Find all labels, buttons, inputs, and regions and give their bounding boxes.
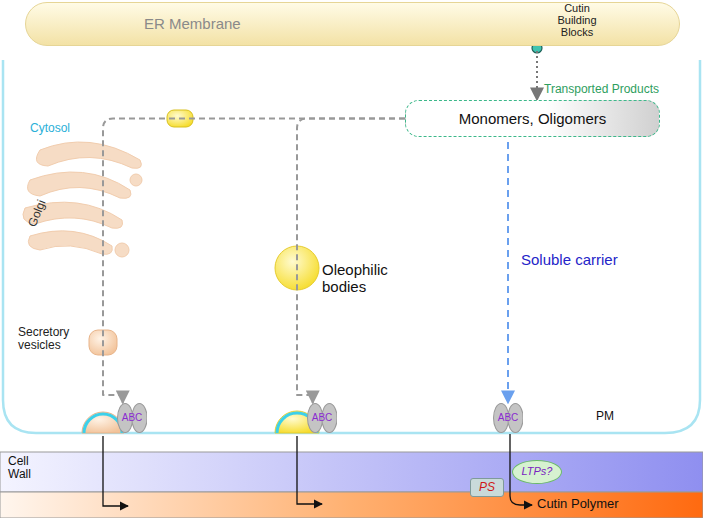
node-text: ABC xyxy=(122,413,143,424)
node-text: PS xyxy=(479,481,495,494)
node-text: LTPs? xyxy=(522,466,553,478)
abc-transporter: ABC xyxy=(307,403,338,433)
ltp-ellipse: LTPs? xyxy=(512,460,562,484)
cell-wall-band xyxy=(0,452,703,492)
node-text: Monomers, Oligomers xyxy=(459,111,607,127)
node-text: Transported Products xyxy=(544,83,659,96)
transport-arrow xyxy=(297,119,405,404)
polymer-label: Cutin Polymer xyxy=(537,497,647,511)
transport-arrow xyxy=(536,51,538,100)
node-text: ABC xyxy=(312,413,333,424)
transported-products-box: Transported ProductsMonomers, Oligomers xyxy=(405,100,660,137)
golgi-drawing xyxy=(23,142,142,257)
ps-box: PS xyxy=(470,478,504,497)
cutin-band xyxy=(0,492,703,518)
node-text: ER Membrane xyxy=(144,16,241,32)
wall-label: Cell Wall xyxy=(8,455,48,481)
compartment-label: Cytosol xyxy=(30,122,90,135)
transport-arrow xyxy=(507,142,509,403)
vesicle-label: Secretory vesicles xyxy=(18,326,90,352)
plasma-membrane xyxy=(3,60,700,433)
carrier-label: Soluble carrier xyxy=(521,252,641,269)
fused-membrane xyxy=(84,414,122,433)
transport-arrow xyxy=(103,119,405,404)
abc-transporter: ABC xyxy=(493,403,524,433)
export-arrow xyxy=(103,436,128,506)
abc-transporter: ABC xyxy=(117,403,148,433)
node-text: ABC xyxy=(498,413,519,424)
export-arrow xyxy=(297,436,322,504)
membrane-label: PM xyxy=(596,410,626,423)
molecule-label: Cutin Building Blocks xyxy=(548,2,606,38)
body-label: Oleophilic bodies xyxy=(322,262,412,295)
